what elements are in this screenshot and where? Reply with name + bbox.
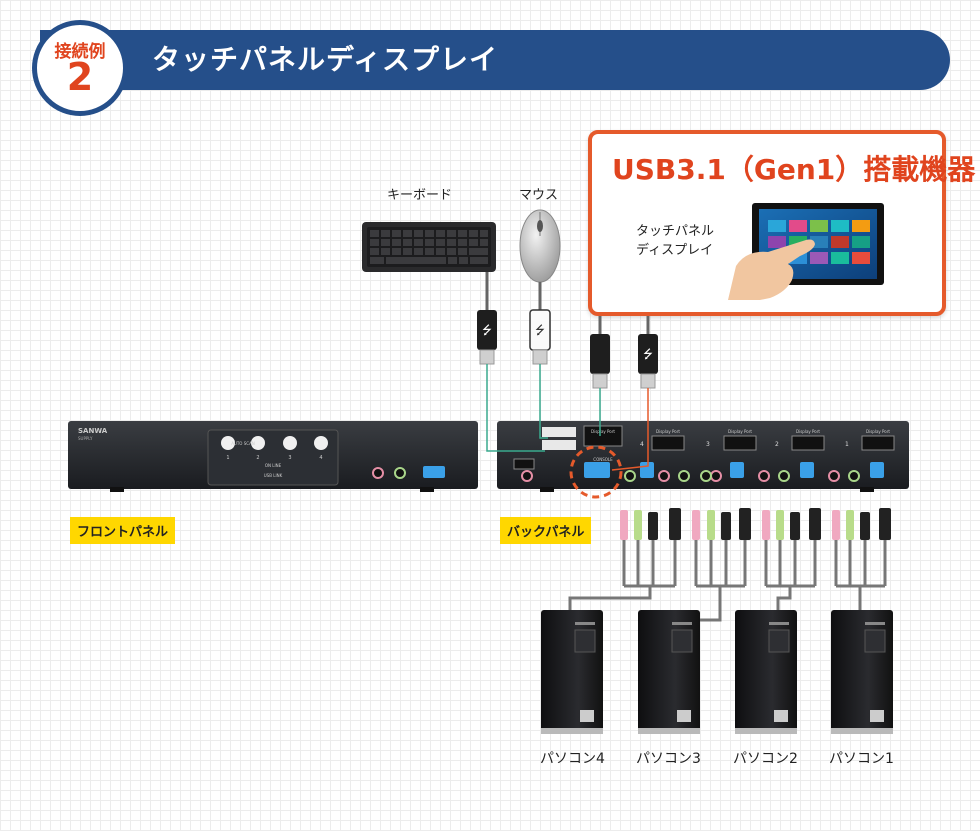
front-port-4: 4 (319, 455, 322, 461)
back-port-label-1: 1 (845, 441, 849, 448)
device-connection-line (611, 388, 649, 471)
keyboard-image (362, 222, 496, 272)
dp-label-1: Display Port (866, 429, 890, 434)
front-port-3: 3 (288, 455, 291, 461)
usb-connection-lines (486, 364, 601, 452)
dp-label-2: Display Port (796, 429, 820, 434)
back-port-group-2: 2 Display Port (758, 429, 825, 482)
console-usb3-highlight (569, 445, 623, 499)
badge-number: 2 (66, 55, 94, 99)
kvm-back-panel: Display Port CONSOLE 4 Display Port 3 Di… (497, 421, 909, 492)
pc-tower-4 (541, 610, 603, 734)
kvm-front-panel: SANWA SUPPLY AUTO SCAN 1 2 3 4 ON LINE U… (68, 421, 478, 492)
back-port-group-1: 1 Display Port (828, 429, 895, 482)
back-port-label-2: 2 (775, 441, 779, 448)
front-port-1: 1 (226, 455, 229, 461)
pc-tower-3 (638, 610, 700, 734)
back-port-label-3: 3 (706, 441, 710, 448)
usb-link-text: USB LINK (264, 473, 283, 478)
keyboard-usb-plug: ⭍ (477, 310, 497, 365)
usb-device-name: タッチパネル ディスプレイ (636, 222, 714, 260)
dp-label-3: Display Port (728, 429, 752, 434)
front-panel-tag: フロントパネル (70, 517, 176, 544)
pc-label-2: パソコン2 (733, 751, 798, 767)
back-panel-tag: バックパネル (500, 517, 592, 544)
console-label: CONSOLE (593, 457, 613, 462)
mouse-usb-plug: ⭍ (529, 309, 551, 365)
pc-tower-1 (831, 610, 893, 734)
auto-scan-text: AUTO SCAN (231, 441, 255, 446)
badge-label: 接続例 (54, 42, 106, 62)
pc-label-3: パソコン3 (636, 751, 701, 767)
mouse-label: マウス (519, 188, 559, 203)
device-name-line1: タッチパネル (636, 224, 715, 239)
keyboard-label: キーボード (387, 188, 453, 203)
device-usb-b-plug: ⭍ (638, 334, 658, 389)
mouse-image (519, 209, 561, 283)
console-dp-label: Display Port (591, 429, 615, 434)
usb-device-title: USB3.1（Gen1）搭載機器 (612, 153, 976, 186)
svg-text:⭍: ⭍ (535, 323, 545, 337)
device-name-line2: ディスプレイ (636, 243, 714, 258)
touch-display-image (728, 203, 884, 300)
header-banner (40, 30, 950, 90)
page-title: タッチパネルディスプレイ (152, 43, 499, 76)
svg-text:⭍: ⭍ (482, 323, 492, 337)
dp-label-4: Display Port (656, 429, 680, 434)
pc-label-4: パソコン4 (540, 751, 605, 767)
brand-sub-text: SUPPLY (78, 436, 93, 441)
brand-text: SANWA (78, 427, 108, 435)
svg-text:⭍: ⭍ (643, 347, 653, 361)
device-usb3-plug (590, 334, 610, 389)
pc-label-1: パソコン1 (829, 751, 894, 767)
online-text: ON LINE (265, 463, 282, 468)
back-port-label-4: 4 (640, 441, 644, 448)
pc-cable-bundles (568, 508, 891, 622)
pc-tower-2 (735, 610, 797, 734)
back-port-group-3: 3 Display Port (700, 429, 757, 482)
example-badge: 接続例 2 (32, 20, 128, 116)
front-port-2: 2 (256, 455, 259, 461)
